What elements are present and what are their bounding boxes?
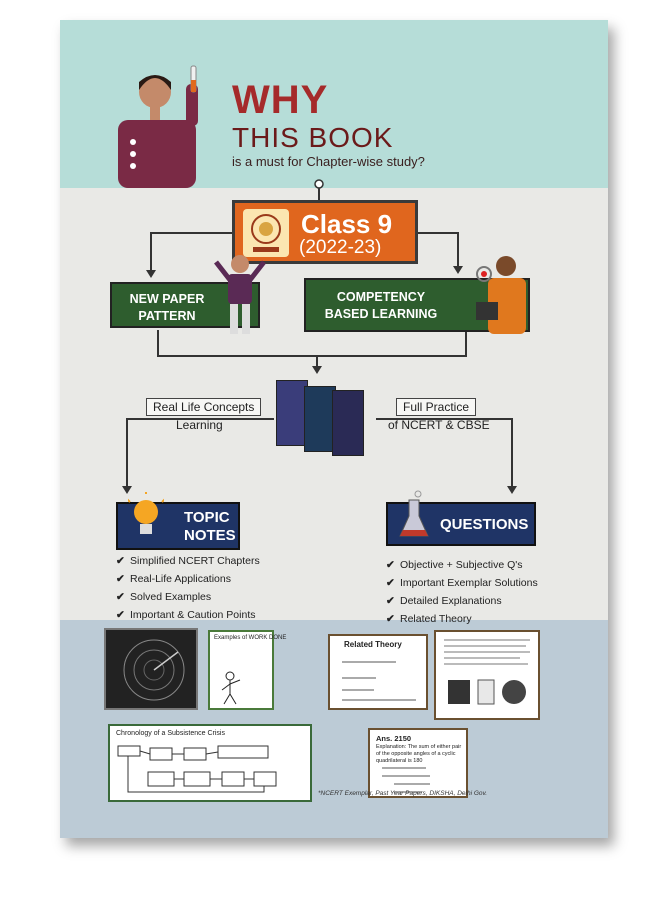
list-item: ✔Important & Caution Points — [116, 606, 260, 624]
footnote: *NCERT Exemplar, Past Year Papers, DIKSH… — [318, 790, 488, 797]
headline-this-book: THIS BOOK — [232, 122, 394, 153]
branch-right-line1: COMPETENCY — [336, 290, 426, 304]
poster-board: WHY THIS BOOK is a must for Chapter-wise… — [60, 20, 608, 838]
lightbulb-icon — [128, 492, 164, 534]
connector-pin-icon — [314, 179, 324, 189]
related-theory-card: Related Theory — [328, 634, 428, 710]
connector-line — [318, 186, 320, 200]
full-practice-label: Full Practice — [396, 398, 477, 416]
stick-figure-icon — [221, 671, 241, 705]
arrow-down-icon — [453, 266, 463, 274]
flowchart-icon — [117, 745, 277, 793]
cbse-emblem-icon — [243, 209, 289, 257]
questions-title: QUESTIONS — [440, 516, 529, 533]
student-figure-icon — [214, 255, 266, 334]
book-covers — [274, 376, 374, 456]
headline-why: WHY — [232, 78, 329, 122]
check-icon: ✔ — [116, 609, 125, 621]
list-item: ✔Real-Life Applications — [116, 570, 260, 588]
arrow-down-icon — [122, 486, 132, 494]
check-icon: ✔ — [386, 577, 395, 589]
student-illustration — [118, 65, 198, 188]
connector-line — [157, 355, 467, 357]
topic-notes-title-line1: TOPIC — [184, 509, 230, 526]
class-box: Class 9 (2022-23) — [232, 200, 418, 264]
topic-notes-box: TOPIC NOTES — [116, 492, 240, 550]
questions-list: ✔Objective + Subjective Q's ✔Important E… — [386, 556, 538, 628]
equation-lines-icon — [382, 767, 430, 793]
related-theory-title: Related Theory — [344, 640, 402, 649]
headline-subtitle: is a must for Chapter-wise study? — [232, 154, 425, 169]
connector-line — [150, 232, 232, 234]
arrow-down-icon — [146, 270, 156, 278]
arrow-down-icon — [507, 486, 517, 494]
check-icon: ✔ — [116, 573, 125, 585]
examples-title: Examples of WORK DONE — [214, 635, 287, 641]
answer-label: Ans. 2150 — [376, 734, 412, 743]
list-item: ✔Related Theory — [386, 610, 538, 628]
questions-box: QUESTIONS — [386, 490, 536, 546]
connector-line — [126, 418, 274, 420]
chronology-card: Chronology of a Subsistence Crisis — [108, 724, 312, 802]
ncert-cbse-label: of NCERT & CBSE — [388, 418, 490, 432]
connector-line — [126, 418, 128, 488]
branch-left-line2: PATTERN — [138, 309, 196, 323]
radar-sample-card — [104, 628, 198, 710]
check-icon: ✔ — [116, 555, 125, 567]
answer-explanation: Explanation: The sum of either pair of t… — [376, 744, 462, 764]
chronology-title: Chronology of a Subsistence Crisis — [116, 730, 225, 737]
radar-image-icon — [123, 639, 185, 701]
passage-question-card — [434, 630, 540, 720]
branch-right-line2: BASED LEARNING — [324, 307, 438, 321]
connector-line — [157, 330, 159, 356]
list-item: ✔Simplified NCERT Chapters — [116, 552, 260, 570]
flask-icon — [399, 490, 429, 537]
connector-line — [316, 355, 318, 367]
learning-label: Learning — [176, 418, 223, 432]
connector-line — [150, 232, 152, 272]
passage-image-icon — [444, 639, 530, 705]
formula-lines-icon — [342, 661, 416, 701]
connector-line — [511, 418, 513, 488]
check-icon: ✔ — [386, 595, 395, 607]
book-cover-science — [332, 390, 364, 456]
scientist-figure-icon — [476, 256, 526, 334]
arrow-down-icon — [312, 366, 322, 374]
branch-left-line1: NEW PAPER — [129, 292, 205, 306]
class-year: (2022-23) — [299, 237, 382, 258]
class-title: Class 9 — [301, 209, 393, 239]
real-life-label: Real Life Concepts — [146, 398, 262, 416]
list-item: ✔Detailed Explanations — [386, 592, 538, 610]
answer-card: Ans. 2150 Explanation: The sum of either… — [368, 728, 468, 798]
list-item: ✔Important Exemplar Solutions — [386, 574, 538, 592]
connector-line — [465, 332, 467, 356]
topic-notes-title-line2: NOTES — [184, 527, 236, 544]
check-icon: ✔ — [386, 613, 395, 625]
check-icon: ✔ — [116, 591, 125, 603]
list-item: ✔Objective + Subjective Q's — [386, 556, 538, 574]
check-icon: ✔ — [386, 559, 395, 571]
topic-notes-list: ✔Simplified NCERT Chapters ✔Real-Life Ap… — [116, 552, 260, 624]
examples-sample-card: Examples of WORK DONE — [208, 630, 286, 710]
connector-line — [376, 418, 512, 420]
connector-line — [418, 232, 458, 234]
connector-line — [457, 232, 459, 270]
list-item: ✔Solved Examples — [116, 588, 260, 606]
